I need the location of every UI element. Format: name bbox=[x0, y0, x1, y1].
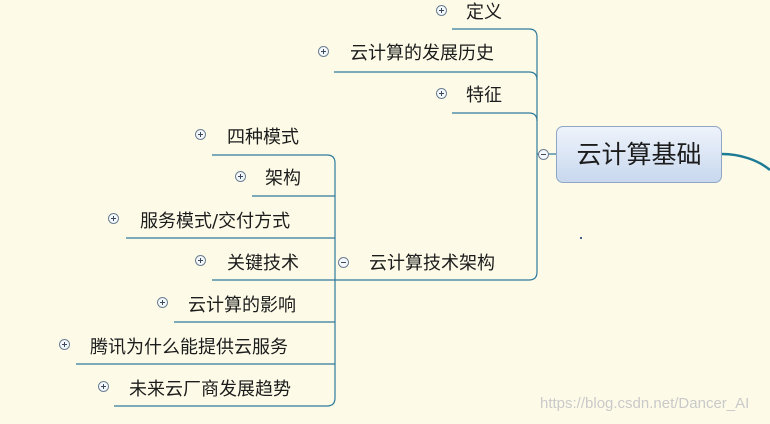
sub-spine-top bbox=[212, 154, 336, 280]
branch-line-definition bbox=[452, 28, 538, 38]
expand-definition-button[interactable] bbox=[436, 5, 447, 16]
expand-service-models-button[interactable] bbox=[108, 213, 119, 224]
topic-history[interactable]: 云计算的发展历史 bbox=[350, 43, 494, 64]
expand-four-modes-button[interactable] bbox=[195, 129, 206, 140]
collapse-tech-arch-button[interactable] bbox=[338, 257, 349, 268]
collapse-central-button[interactable] bbox=[538, 149, 549, 160]
expand-features-button[interactable] bbox=[436, 88, 447, 99]
expand-impact-button[interactable] bbox=[157, 297, 168, 308]
spine-line bbox=[335, 37, 538, 281]
expand-future-trends-button[interactable] bbox=[98, 381, 109, 392]
subtopic-future-trends[interactable]: 未来云厂商发展趋势 bbox=[129, 379, 291, 400]
subtopic-tencent-cloud[interactable]: 腾讯为什么能提供云服务 bbox=[90, 337, 288, 358]
expand-tencent-button[interactable] bbox=[59, 339, 70, 350]
sub-spine-bottom bbox=[114, 280, 336, 407]
subtopic-key-technologies[interactable]: 关键技术 bbox=[227, 253, 299, 274]
expand-architecture-button[interactable] bbox=[235, 171, 246, 182]
watermark: https://blog.csdn.net/Dancer_AI bbox=[540, 395, 750, 412]
subtopic-service-models[interactable]: 服务模式/交付方式 bbox=[140, 211, 291, 232]
expand-key-tech-button[interactable] bbox=[195, 255, 206, 266]
subtopic-four-modes[interactable]: 四种模式 bbox=[227, 127, 299, 148]
branch-line-history bbox=[334, 71, 538, 81]
branch-line-features bbox=[452, 112, 538, 122]
central-topic[interactable]: 云计算基础 bbox=[556, 126, 722, 183]
stray-dot bbox=[580, 237, 582, 239]
topic-tech-architecture[interactable]: 云计算技术架构 bbox=[369, 253, 495, 274]
subtopic-impact[interactable]: 云计算的影响 bbox=[188, 295, 296, 316]
main-connector bbox=[721, 152, 770, 171]
subtopic-architecture[interactable]: 架构 bbox=[265, 168, 301, 189]
topic-features[interactable]: 特征 bbox=[466, 85, 502, 106]
topic-definition[interactable]: 定义 bbox=[466, 2, 502, 23]
expand-history-button[interactable] bbox=[318, 46, 329, 57]
